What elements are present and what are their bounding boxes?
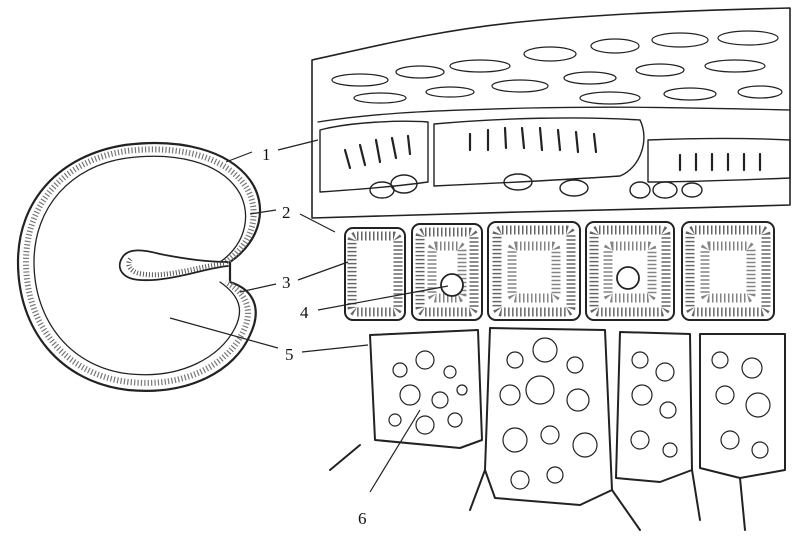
callout-4: 4 (300, 303, 309, 322)
crystal-needles (345, 128, 760, 170)
callout-6: 6 (358, 509, 367, 528)
nucleus (617, 267, 639, 289)
leader-line-5 (170, 318, 368, 352)
endosperm-cells (330, 328, 785, 530)
callout-1: 1 (262, 145, 271, 164)
nucleus (441, 274, 463, 296)
seed-coat-inner (34, 156, 246, 374)
aleurone-layer (345, 222, 774, 320)
leader-line-1 (226, 152, 252, 162)
seed-coat-boundary (318, 107, 790, 122)
leader-line-2 (250, 210, 335, 232)
small-oval-cells (370, 174, 702, 198)
callout-2: 2 (282, 203, 291, 222)
flattened-cells (332, 31, 782, 104)
tissue-section (312, 8, 790, 530)
leader-line-3 (240, 262, 348, 292)
starch-grains (389, 338, 770, 489)
leader-line-6 (370, 410, 420, 492)
palisade-cells (320, 118, 790, 192)
seed-overview (18, 143, 260, 391)
callout-5: 5 (285, 345, 294, 364)
callout-3: 3 (282, 273, 291, 292)
